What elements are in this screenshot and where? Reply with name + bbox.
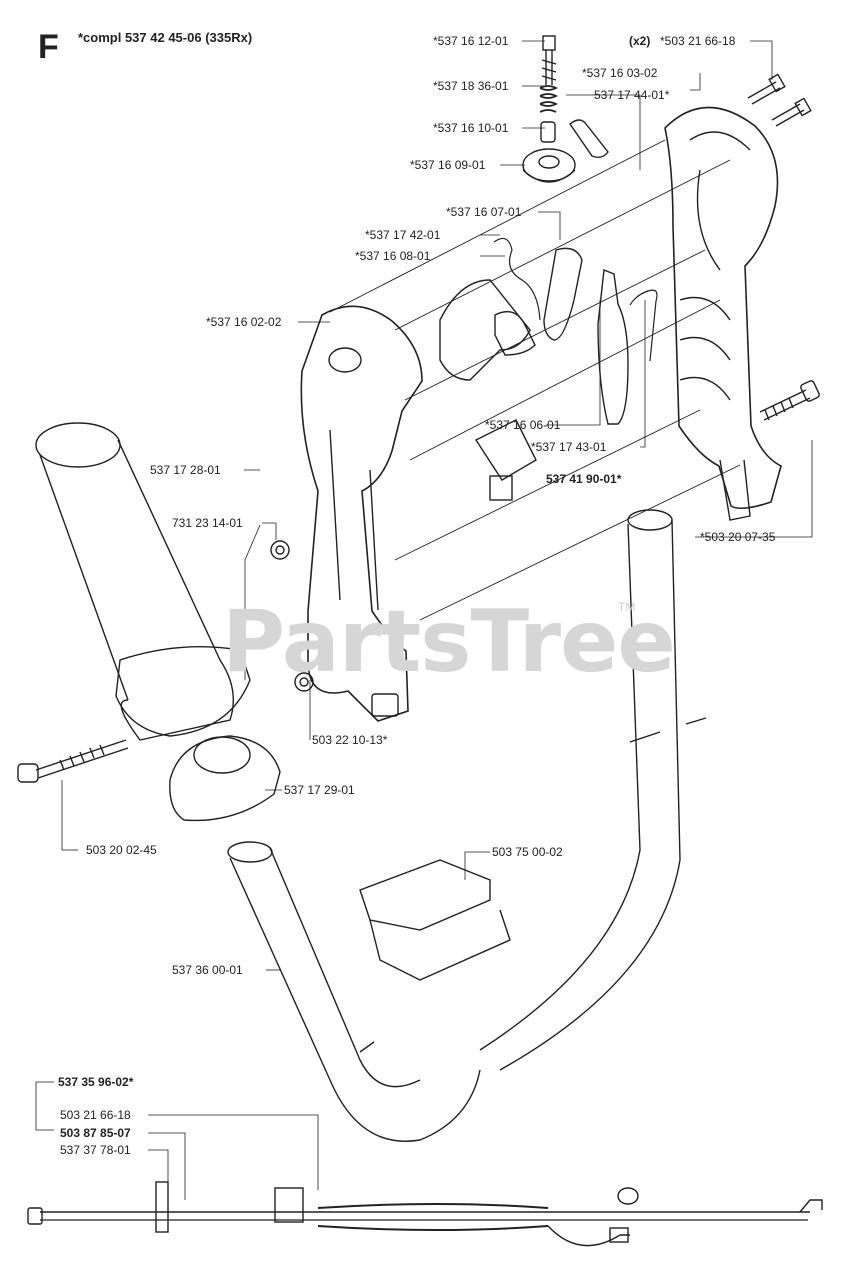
handle-bar-tube bbox=[227, 509, 707, 1142]
part-label: *537 16 12-01 bbox=[433, 34, 509, 48]
front-handle-grip bbox=[35, 422, 251, 741]
part-label: 731 23 14-01 bbox=[172, 516, 243, 530]
part-label: 503 75 00-02 bbox=[492, 845, 563, 859]
part-label: 537 17 29-01 bbox=[284, 783, 355, 797]
part-label: *537 16 09-01 bbox=[410, 158, 486, 172]
clamp bbox=[169, 735, 281, 822]
part-label: 537 17 28-01 bbox=[150, 463, 221, 477]
nut-lower bbox=[294, 672, 314, 692]
part-label: *537 17 43-01 bbox=[531, 440, 607, 454]
tension-screw bbox=[541, 35, 557, 85]
bolt-right bbox=[759, 380, 820, 421]
section-letter: F bbox=[38, 28, 59, 66]
front-bolt bbox=[17, 739, 129, 783]
spacer bbox=[540, 121, 556, 143]
part-label: 537 41 90-01* bbox=[546, 472, 622, 486]
part-label: 503 21 66-18 bbox=[60, 1108, 131, 1122]
part-label: *537 16 07-01 bbox=[446, 205, 522, 219]
part-label: 503 22 10-13* bbox=[312, 733, 388, 747]
part-label: *537 16 06-01 bbox=[485, 418, 561, 432]
throttle-cable bbox=[27, 1181, 823, 1247]
part-label: *503 21 66-18 bbox=[660, 34, 736, 48]
part-label: *537 16 03-02 bbox=[582, 66, 658, 80]
part-label: 503 20 02-45 bbox=[86, 843, 157, 857]
part-label: 537 17 44-01* bbox=[594, 88, 670, 102]
adjust-knob bbox=[522, 148, 576, 183]
bolt-top bbox=[747, 73, 812, 127]
part-label: 537 37 78-01 bbox=[60, 1143, 131, 1157]
part-label: 537 36 00-01 bbox=[172, 963, 243, 977]
spring bbox=[539, 85, 559, 113]
housing-guide-lines bbox=[329, 139, 741, 621]
part-qty: (x2) bbox=[629, 34, 651, 48]
handle-housing-right bbox=[664, 106, 782, 521]
clip bbox=[569, 119, 609, 159]
part-label: *537 17 42-01 bbox=[365, 228, 441, 242]
throttle-parts bbox=[439, 237, 658, 425]
part-label: 537 35 96-02* bbox=[58, 1075, 134, 1089]
part-label: *537 16 08-01 bbox=[355, 249, 431, 263]
handle-housing-left bbox=[300, 305, 423, 722]
watermark: PartsTree bbox=[222, 592, 676, 692]
stop-switch bbox=[474, 419, 537, 501]
cable-guide bbox=[359, 859, 511, 981]
leader-lines bbox=[35, 40, 813, 1200]
part-label: *537 16 02-02 bbox=[206, 315, 282, 329]
part-label: *537 16 10-01 bbox=[433, 121, 509, 135]
assembly-title: *compl 537 42 45-06 (335Rx) bbox=[78, 30, 253, 45]
part-label: *503 20 07-35 bbox=[700, 530, 776, 544]
part-label: *537 18 36-01 bbox=[433, 79, 509, 93]
part-label: 503 87 85-07 bbox=[60, 1126, 131, 1140]
nut bbox=[270, 540, 290, 560]
watermark-tm: TM bbox=[618, 600, 636, 614]
